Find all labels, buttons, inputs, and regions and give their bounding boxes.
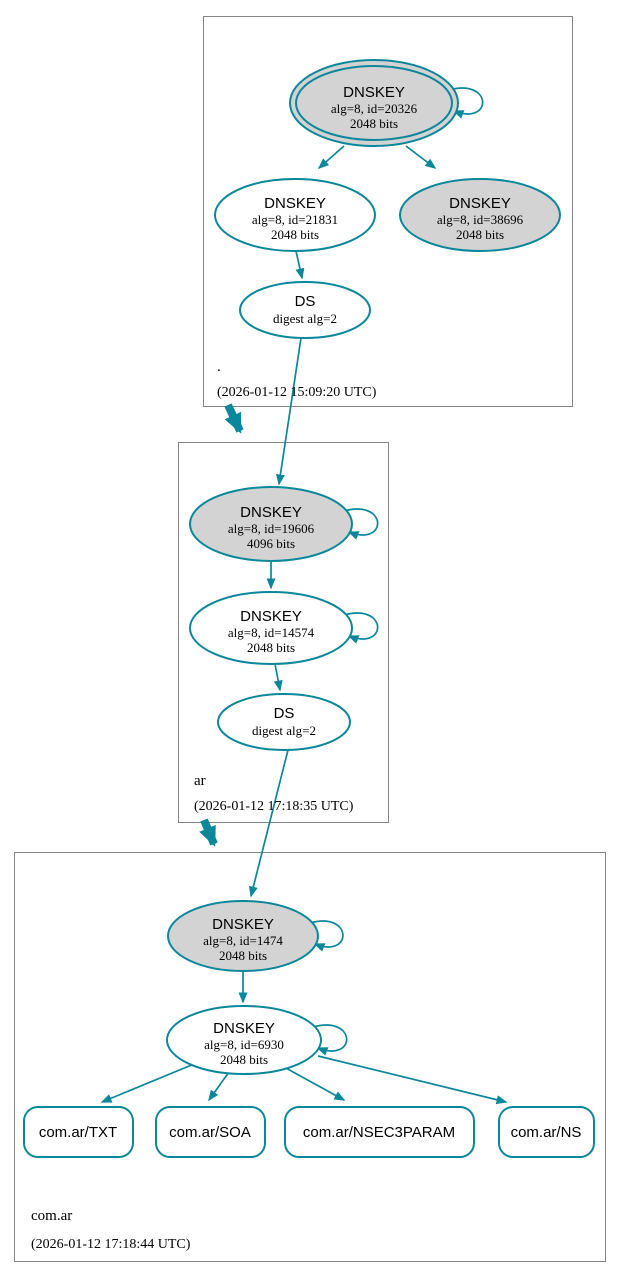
zone-timestamp-ar: (2026-01-12 17:18:35 UTC) [194, 799, 354, 814]
delegation-arrow-ar-to-comar [199, 818, 218, 847]
edge-ar-zsk-to-ds [273, 663, 283, 692]
self-loop-comar-ksk [309, 920, 344, 952]
zone-timestamp-comar: (2026-01-12 17:18:44 UTC) [31, 1237, 191, 1252]
edge-comar-zsk-to-nsec3param [283, 1066, 346, 1101]
dnskey-node-ar-ksk[interactable]: DNSKEY alg=8, id=19606 4096 bits [189, 486, 353, 562]
rrset-box-comar-nsec3param[interactable]: com.ar/NSEC3PARAM [284, 1106, 475, 1158]
edge-comar-zsk-to-ns [317, 1055, 508, 1105]
node-title: DNSKEY [264, 195, 326, 212]
node-title: DS [274, 705, 295, 722]
rrset-label: com.ar/SOA [169, 1124, 251, 1141]
zone-label-root: . [217, 359, 221, 375]
self-loop-root-ksk [448, 87, 484, 119]
ds-node-ar[interactable]: DS digest alg=2 [217, 693, 351, 751]
node-detail: 2048 bits [220, 1052, 268, 1067]
node-title: DNSKEY [212, 916, 274, 933]
edge-comar-zsk-to-soa [208, 1071, 230, 1102]
zone-label-ar: ar [194, 773, 206, 789]
zone-box-ar [178, 442, 389, 823]
node-title: DS [295, 293, 316, 310]
rrset-box-comar-soa[interactable]: com.ar/SOA [155, 1106, 266, 1158]
node-detail: digest alg=2 [252, 723, 316, 738]
self-loop-comar-zsk [312, 1024, 348, 1056]
node-detail: 2048 bits [271, 227, 319, 242]
node-detail: 2048 bits [456, 227, 504, 242]
node-detail: alg=8, id=1474 [203, 933, 283, 948]
node-detail: alg=8, id=21831 [252, 212, 338, 227]
rrset-box-comar-ns[interactable]: com.ar/NS [498, 1106, 595, 1158]
node-detail: alg=8, id=20326 [331, 101, 418, 116]
rrset-label: com.ar/NS [511, 1124, 582, 1141]
edge-ar-ds-to-comar-ksk [248, 749, 289, 898]
node-title: DNSKEY [240, 608, 302, 625]
dnskey-node-ar-zsk[interactable]: DNSKEY alg=8, id=14574 2048 bits [189, 591, 353, 665]
dnskey-node-root-extra[interactable]: DNSKEY alg=8, id=38696 2048 bits [399, 178, 561, 252]
node-title: DNSKEY [343, 84, 405, 101]
edge-root-zsk-to-ds [295, 250, 305, 280]
node-detail: alg=8, id=14574 [228, 625, 315, 640]
ds-node-root[interactable]: DS digest alg=2 [239, 281, 371, 339]
edge-root-ksk-to-extra [405, 145, 437, 169]
node-detail: 2048 bits [350, 116, 398, 131]
node-title: DNSKEY [240, 504, 302, 521]
edge-comar-zsk-to-txt [100, 1063, 195, 1103]
rrset-label: com.ar/TXT [39, 1124, 117, 1141]
delegation-arrow-root-to-ar [224, 403, 244, 434]
rrset-label: com.ar/NSEC3PARAM [303, 1124, 455, 1141]
node-detail: 2048 bits [247, 640, 295, 655]
dnskey-node-comar-ksk[interactable]: DNSKEY alg=8, id=1474 2048 bits [167, 900, 319, 972]
node-detail: alg=8, id=19606 [228, 521, 315, 536]
rrset-box-comar-txt[interactable]: com.ar/TXT [23, 1106, 134, 1158]
self-loop-ar-zsk [343, 612, 379, 644]
dnskey-node-root-ksk[interactable]: DNSKEY alg=8, id=20326 2048 bits [289, 59, 459, 147]
node-detail: alg=8, id=6930 [204, 1037, 284, 1052]
zone-box-comar [14, 852, 606, 1262]
node-detail: 2048 bits [219, 948, 267, 963]
dnskey-node-root-zsk[interactable]: DNSKEY alg=8, id=21831 2048 bits [214, 178, 376, 252]
zone-label-comar: com.ar [31, 1208, 72, 1224]
dnskey-node-comar-zsk[interactable]: DNSKEY alg=8, id=6930 2048 bits [166, 1005, 322, 1075]
edge-root-ksk-to-zsk [317, 145, 345, 169]
node-detail: alg=8, id=38696 [437, 212, 524, 227]
zone-box-root [203, 16, 573, 407]
edge-root-ds-to-ar-ksk [275, 337, 302, 486]
node-detail: digest alg=2 [273, 311, 337, 326]
zone-timestamp-root: (2026-01-12 15:09:20 UTC) [217, 385, 377, 400]
node-detail: 4096 bits [247, 536, 295, 551]
node-title: DNSKEY [449, 195, 511, 212]
node-title: DNSKEY [213, 1020, 275, 1037]
self-loop-ar-ksk [343, 508, 379, 540]
